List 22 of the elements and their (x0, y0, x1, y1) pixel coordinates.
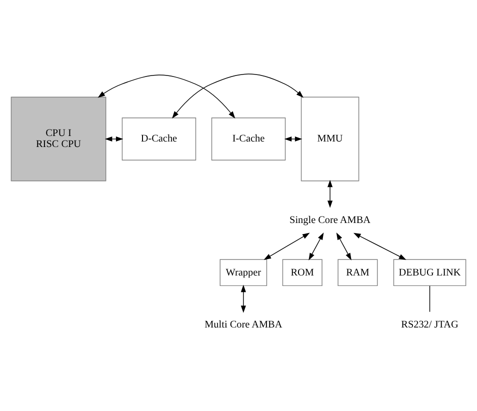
node-box: ROM (282, 258, 322, 286)
node-text: Multi Core AMBA (204, 319, 282, 330)
arrow (264, 232, 310, 260)
node-box: MMU (300, 96, 360, 181)
arrow (98, 74, 236, 118)
arrow (336, 232, 352, 260)
connector (429, 285, 430, 312)
arrow (240, 284, 246, 312)
node-box: CPU I RISC CPU (10, 96, 106, 181)
arrow (104, 136, 124, 142)
node-text: RS232/ JTAG (401, 319, 458, 330)
arrow (308, 232, 324, 260)
node-box: I-Cache (211, 117, 286, 160)
node-box: Wrapper (220, 258, 268, 286)
node-text: Single Core AMBA (290, 214, 371, 226)
arrow (327, 179, 333, 208)
node-box: RAM (338, 258, 378, 286)
arrow (284, 136, 302, 142)
node-box: DEBUG LINK (393, 258, 466, 286)
arrow (353, 232, 406, 260)
arrow (172, 73, 304, 118)
node-box: D-Cache (122, 117, 196, 160)
